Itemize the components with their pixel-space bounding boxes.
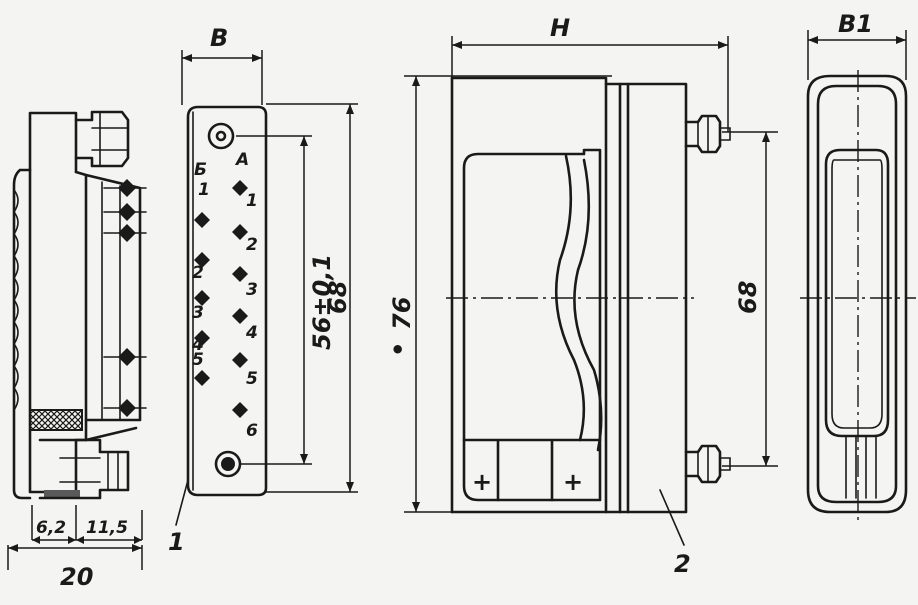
pin-right-2: 2 <box>246 235 258 255</box>
dim-20: 20 <box>60 563 93 591</box>
column-label-right: А <box>234 150 249 170</box>
side-elevation-view: 76 • Н + + 68 2 <box>388 14 778 578</box>
dim-68-side: 68 <box>324 281 352 314</box>
pin-left-2: 2 <box>192 263 204 283</box>
plus-mark-left: + <box>472 468 492 496</box>
callout-1: 1 <box>168 528 185 556</box>
dim-h: Н <box>550 14 570 42</box>
dim-68-front: 68 <box>734 281 762 314</box>
dim-b: В <box>210 24 228 52</box>
front-pin-view: Б А 1 2 3 4 5 1 2 3 4 5 6 <box>168 24 358 556</box>
dim-b1: В1 <box>838 10 873 38</box>
pin-left-3: 3 <box>192 303 204 323</box>
side-section-view: 6,2 11,5 20 <box>7 110 147 591</box>
dim-76: 76 <box>388 297 416 330</box>
plus-mark-right: + <box>563 468 583 496</box>
pins-left-column: 1 2 3 4 5 <box>191 180 210 386</box>
callout-2: 2 <box>674 550 691 578</box>
dim-56: 56±0,1 <box>308 254 336 350</box>
dot-mark: • <box>390 336 405 364</box>
pin-right-6: 6 <box>246 421 258 441</box>
dim-6-2: 6,2 <box>36 518 66 538</box>
pin-right-1: 1 <box>246 191 258 211</box>
pin-right-5: 5 <box>246 369 258 389</box>
pin-right-4: 4 <box>245 323 258 343</box>
side-contacts <box>103 179 147 417</box>
end-view: В1 <box>800 10 916 520</box>
pin-left-1: 1 <box>198 180 210 200</box>
dim-11-5: 11,5 <box>86 518 128 538</box>
column-label-left: Б <box>194 160 207 180</box>
pin-left-4: 4 <box>191 335 204 355</box>
pin-right-3: 3 <box>246 280 258 300</box>
pins-right-column: 1 2 3 4 5 6 <box>232 180 258 441</box>
pin-left-5: 5 <box>192 350 204 370</box>
